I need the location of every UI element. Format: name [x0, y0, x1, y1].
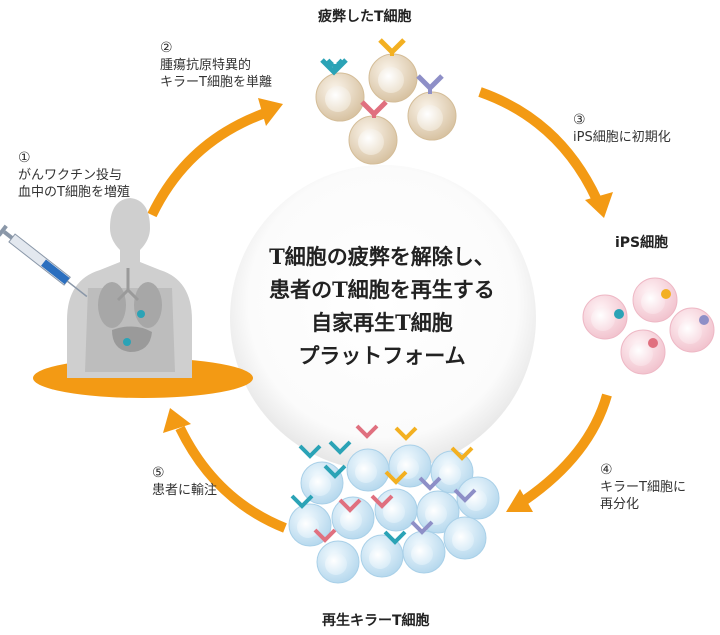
ips-cell — [632, 277, 678, 323]
arrow-heads — [163, 98, 613, 512]
step-5-label: ⑤ 患者に輸注 — [152, 465, 217, 499]
center-line: T細胞の疲弊を解除し、 — [269, 244, 495, 269]
arrowhead-4 — [506, 489, 533, 512]
step-number: ③ — [573, 112, 586, 128]
arrowhead-3 — [585, 192, 613, 218]
ips-cells — [582, 277, 715, 375]
step-number: ② — [160, 40, 173, 56]
step-text: キラーT細胞に — [600, 480, 686, 495]
step-text: 血中のT細胞を増殖 — [18, 185, 130, 200]
step-text: 再分化 — [600, 497, 640, 512]
cycle-arrows — [147, 87, 612, 533]
exhausted-cell — [348, 115, 398, 165]
step-1-label: ① がんワクチン投与 血中のT細胞を増殖 — [18, 150, 130, 201]
center-line: 自家再生T細胞 — [311, 310, 453, 335]
stage-title-exhausted: 疲弊したT細胞 — [318, 9, 412, 25]
step-number: ⑤ — [152, 465, 165, 481]
step-text: 患者に輸注 — [152, 483, 218, 498]
patient-figure — [0, 198, 253, 398]
step-number: ④ — [600, 462, 613, 478]
center-line: プラットフォーム — [298, 343, 466, 368]
exhausted-t-cells — [315, 38, 457, 165]
ips-cell — [620, 329, 666, 375]
arrow-step-4 — [522, 393, 612, 505]
ips-cell — [669, 307, 715, 353]
arrow-step-3 — [478, 87, 602, 203]
exhausted-cell — [407, 91, 457, 141]
arrow-step-5 — [175, 425, 287, 533]
step-number: ① — [18, 150, 31, 166]
exhausted-cell — [368, 53, 418, 103]
syringe-icon — [0, 224, 88, 298]
step-text: キラーT細胞を単離 — [160, 75, 272, 90]
center-headline: T細胞の疲弊を解除し、 患者のT細胞を再生する 自家再生T細胞 プラットフォーム — [236, 240, 528, 372]
exhausted-cell — [315, 72, 365, 122]
arrowhead-2 — [258, 98, 283, 126]
arrowhead-5 — [163, 408, 191, 433]
arrow-step-2 — [147, 107, 270, 218]
step-text: iPS細胞に初期化 — [573, 130, 671, 145]
center-circle — [230, 165, 536, 471]
stage-title-ips: iPS細胞 — [615, 235, 669, 251]
step-2-label: ② 腫瘍抗原特異的 キラーT細胞を単離 — [160, 40, 272, 91]
step-3-label: ③ iPS細胞に初期化 — [573, 112, 671, 146]
step-4-label: ④ キラーT細胞に 再分化 — [600, 462, 686, 513]
step-text: 腫瘍抗原特異的 — [160, 58, 252, 73]
step-text: がんワクチン投与 — [18, 168, 123, 183]
center-line: 患者のT細胞を再生する — [269, 277, 495, 302]
stage-title-killer: 再生キラーT細胞 — [322, 613, 430, 629]
t-cell-receptors — [320, 38, 444, 118]
killer-t-cells — [288, 424, 500, 584]
